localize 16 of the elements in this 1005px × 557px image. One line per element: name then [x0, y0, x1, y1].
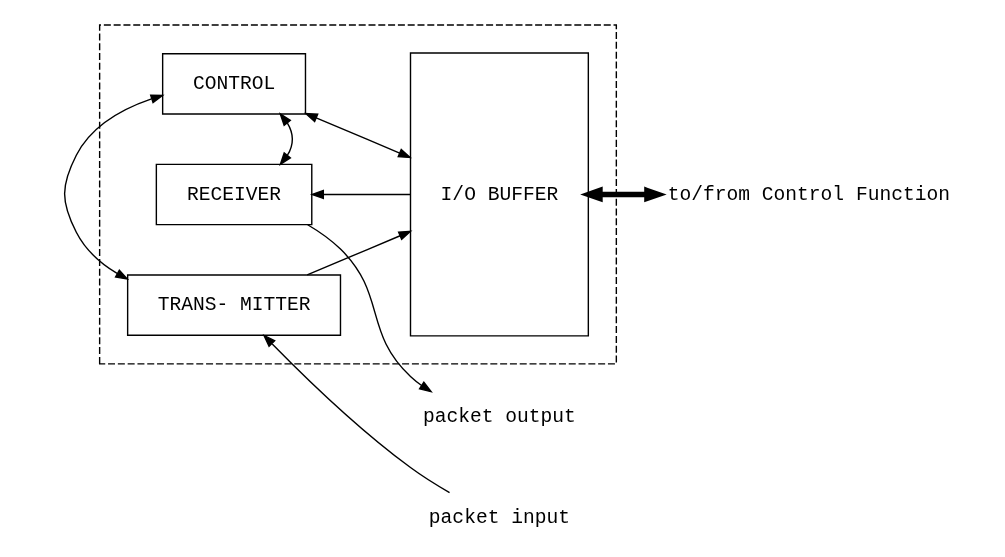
node-box: RECEIVER [155, 163, 312, 226]
node-box: I/O BUFFER [409, 52, 589, 337]
arrow [309, 189, 411, 200]
node-box: TRANS- MITTER [126, 274, 341, 336]
node-text: to/from Control Function [667, 183, 950, 206]
node-text: packet output [422, 406, 576, 429]
arrow [306, 224, 433, 393]
arrow [303, 112, 412, 159]
cluster [98, 24, 617, 365]
node-box: CONTROL [161, 53, 306, 115]
node-text: packet input [428, 507, 570, 530]
arrow [278, 112, 293, 166]
arrow [579, 186, 667, 203]
arrow [262, 333, 450, 494]
arrow [306, 230, 412, 276]
arrow [63, 94, 165, 281]
